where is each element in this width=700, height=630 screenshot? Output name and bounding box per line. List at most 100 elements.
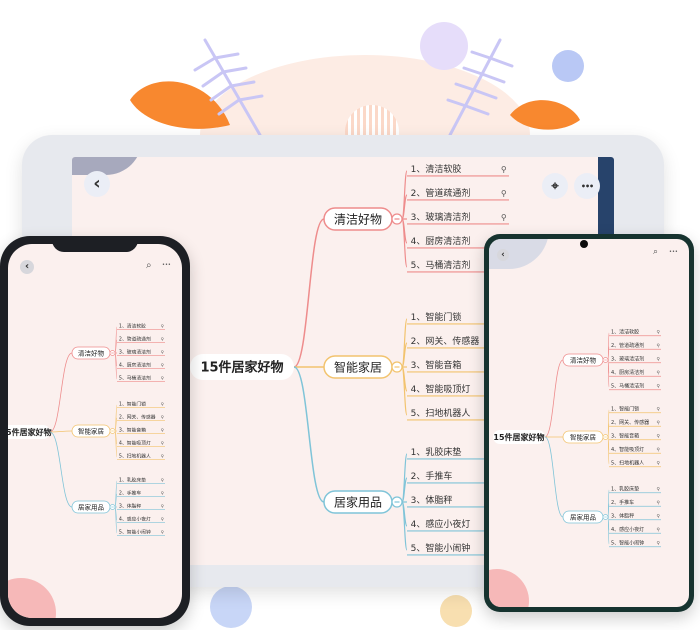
more-button[interactable]: ••• (574, 173, 600, 199)
mindmap-leaf-item[interactable]: 1、乳胶床垫 (119, 476, 146, 483)
link-icon[interactable]: ⚲ (161, 441, 164, 446)
link-icon[interactable]: ⚲ (161, 428, 164, 433)
link-icon[interactable]: ⚲ (657, 370, 660, 376)
link-icon[interactable]: ⚲ (161, 376, 164, 381)
mindmap-leaf-item[interactable]: 2、网关、传感器 (611, 419, 649, 426)
link-icon[interactable]: ⚲ (161, 324, 164, 329)
link-icon[interactable]: ⚲ (657, 357, 660, 363)
mindmap-leaf-item[interactable]: 5、智能小闹钟 (119, 528, 151, 535)
link-icon[interactable]: ⚲ (657, 514, 660, 520)
link-icon[interactable]: ⚲ (501, 164, 507, 174)
mindmap-leaf-item[interactable]: 2、手推车 (119, 489, 141, 496)
link-icon[interactable]: ⚲ (657, 407, 660, 413)
mindmap-branch-node[interactable]: 清洁好物 (562, 353, 604, 367)
mindmap-leaf-item[interactable]: 1、乳胶床垫 (411, 446, 462, 458)
mindmap-leaf-item[interactable]: 2、管道疏通剂 (411, 187, 471, 199)
mindmap-branch-node[interactable]: 智能家居 (562, 430, 604, 444)
mindmap-leaf-item[interactable]: 1、智能门锁 (119, 400, 146, 407)
link-icon[interactable]: ⚲ (161, 491, 164, 496)
mindmap-leaf-item[interactable]: 5、马桶清洁剂 (411, 259, 471, 271)
mindmap-leaf-item[interactable]: 3、智能音箱 (611, 433, 639, 440)
mindmap-branch-node[interactable]: 居家用品 (562, 510, 604, 524)
mindmap-root-node[interactable]: 15件居家好物 (190, 354, 294, 380)
mindmap-leaf-item[interactable]: 4、厨房清洁剂 (611, 369, 644, 376)
mindmap-leaf-item[interactable]: 5、马桶清洁剂 (611, 383, 644, 390)
back-button[interactable]: ‹ (84, 171, 110, 197)
mindmap-leaf-item[interactable]: 2、手推车 (611, 499, 634, 506)
mindmap-branch-node[interactable]: 居家用品 (323, 490, 393, 514)
back-button[interactable]: ‹ (20, 260, 34, 274)
mindmap-leaf-item[interactable]: 5、扫地机器人 (411, 407, 471, 419)
branch-connector (49, 352, 73, 433)
mindmap-leaf-item[interactable]: 2、网关、传感器 (119, 413, 156, 420)
mindmap-root-node[interactable]: 15件居家好物 (8, 425, 52, 439)
mindmap-leaf-item[interactable]: 4、厨房清洁剂 (119, 361, 151, 368)
link-icon[interactable]: ⚲ (161, 350, 164, 355)
mindmap-leaf-item[interactable]: 4、感应小夜灯 (119, 515, 151, 522)
link-icon[interactable]: ⚲ (161, 504, 164, 509)
link-icon[interactable]: ⚲ (161, 530, 164, 535)
mindmap-leaf-item[interactable]: 2、手推车 (411, 470, 453, 482)
link-icon[interactable]: ⚲ (501, 212, 507, 222)
mindmap-leaf-item[interactable]: 4、智能吸顶灯 (411, 383, 471, 395)
mindmap-leaf-item[interactable]: 1、乳胶床垫 (611, 486, 639, 493)
mindmap-leaf-item[interactable]: 1、清洁软胶 (611, 329, 639, 336)
link-icon[interactable]: ⚲ (657, 541, 660, 547)
mindmap-leaf-item[interactable]: 3、体脂秤 (411, 494, 453, 506)
link-icon[interactable]: ⚲ (657, 330, 660, 336)
mindmap-leaf-item[interactable]: 4、厨房清洁剂 (411, 235, 471, 247)
mindmap-leaf-item[interactable]: 2、网关、传感器 (411, 335, 480, 347)
link-icon[interactable]: ⚲ (161, 478, 164, 483)
mindmap-leaf-item[interactable]: 1、清洁软胶 (411, 163, 462, 175)
search-icon[interactable]: ⌕ (146, 260, 152, 271)
mindmap-leaf-item[interactable]: 3、玻璃清洁剂 (411, 211, 471, 223)
search-icon[interactable]: ⌕ (653, 247, 659, 257)
link-icon[interactable]: ⚲ (161, 415, 164, 420)
mindmap-branch-node[interactable]: 居家用品 (71, 500, 111, 514)
link-icon[interactable]: ⚲ (501, 188, 507, 198)
mindmap-leaf-item[interactable]: 3、体脂秤 (611, 513, 634, 520)
link-icon[interactable]: ⚲ (657, 434, 660, 440)
pin-button[interactable]: ⌖ (542, 173, 568, 199)
mindmap-leaf-item[interactable]: 5、智能小闹钟 (611, 540, 644, 547)
mindmap-leaf-item[interactable]: 4、智能吸顶灯 (611, 446, 644, 453)
more-icon[interactable]: ••• (669, 249, 678, 255)
link-icon[interactable]: ⚲ (657, 500, 660, 506)
mindmap-leaf-item[interactable]: 3、智能音箱 (119, 426, 146, 433)
mindmap-leaf-item[interactable]: 1、清洁软胶 (119, 322, 146, 329)
mindmap-leaf-item[interactable]: 5、扫地机器人 (611, 460, 644, 467)
link-icon[interactable]: ⚲ (657, 447, 660, 453)
back-button[interactable]: ‹ (497, 249, 509, 261)
mindmap-leaf-item[interactable]: 3、体脂秤 (119, 502, 141, 509)
mindmap-leaf-item[interactable]: 2、管道疏通剂 (611, 342, 644, 349)
mindmap-leaf-item[interactable]: 3、玻璃清洁剂 (119, 348, 151, 355)
mindmap-root-node[interactable]: 15件居家好物 (493, 430, 545, 444)
mindmap-leaf-item[interactable]: 1、智能门锁 (611, 406, 639, 413)
link-icon[interactable]: ⚲ (161, 454, 164, 459)
mindmap-leaf-item[interactable]: 4、感应小夜灯 (411, 518, 471, 530)
link-icon[interactable]: ⚲ (657, 461, 660, 467)
mindmap-branch-node[interactable]: 智能家居 (71, 424, 111, 438)
mindmap-branch-node[interactable]: 清洁好物 (71, 346, 111, 360)
link-icon[interactable]: ⚲ (161, 337, 164, 342)
link-icon[interactable]: ⚲ (657, 343, 660, 349)
link-icon[interactable]: ⚲ (657, 527, 660, 533)
mindmap-branch-node[interactable]: 清洁好物 (323, 207, 393, 231)
link-icon[interactable]: ⚲ (657, 384, 660, 390)
link-icon[interactable]: ⚲ (161, 363, 164, 368)
link-icon[interactable]: ⚲ (161, 402, 164, 407)
link-icon[interactable]: ⚲ (657, 487, 660, 493)
more-icon[interactable]: ••• (162, 262, 171, 268)
mindmap-leaf-item[interactable]: 3、智能音箱 (411, 359, 462, 371)
mindmap-leaf-item[interactable]: 1、智能门锁 (411, 311, 462, 323)
mindmap-leaf-item[interactable]: 2、管道疏通剂 (119, 335, 151, 342)
link-icon[interactable]: ⚲ (161, 517, 164, 522)
mindmap-branch-node[interactable]: 智能家居 (323, 355, 393, 379)
mindmap-leaf-item[interactable]: 3、玻璃清洁剂 (611, 356, 644, 363)
mindmap-leaf-item[interactable]: 5、马桶清洁剂 (119, 374, 151, 381)
link-icon[interactable]: ⚲ (657, 420, 660, 426)
mindmap-leaf-item[interactable]: 4、感应小夜灯 (611, 526, 644, 533)
mindmap-leaf-item[interactable]: 5、智能小闹钟 (411, 542, 471, 554)
mindmap-leaf-item[interactable]: 5、扫地机器人 (119, 452, 151, 459)
mindmap-leaf-item[interactable]: 4、智能吸顶灯 (119, 439, 151, 446)
